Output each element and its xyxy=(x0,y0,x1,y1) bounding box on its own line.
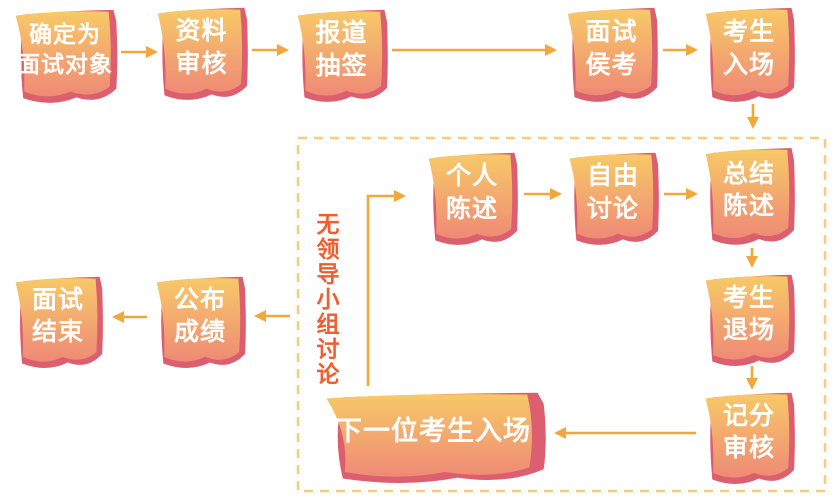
node-register-draw: 报道 抽签 xyxy=(291,6,392,105)
node-label: 资料 审核 xyxy=(175,17,228,78)
node-material-review: 资料 审核 xyxy=(151,4,252,103)
arrowhead-enter-to-group xyxy=(747,117,759,129)
node-label: 考生 退场 xyxy=(722,283,775,345)
arrowhead-wait-to-enter xyxy=(686,44,698,56)
arrowhead-group-to-announce xyxy=(254,310,266,322)
node-label: 确定为 面试对象 xyxy=(17,21,113,77)
node-candidate-exit: 考生 退场 xyxy=(699,271,799,369)
node-label: 下一位考生入场 xyxy=(335,415,531,446)
arrowhead-review-to-register xyxy=(277,44,289,56)
node-label: 总结 陈述 xyxy=(722,159,775,221)
node-label: 面试 侯考 xyxy=(585,18,638,79)
arrowhead-loop-next-to-personal xyxy=(394,190,406,202)
node-announce-results: 公布 成绩 xyxy=(150,273,250,371)
node-label: 考生 入场 xyxy=(722,18,775,79)
node-interview-wait: 面试 侯考 xyxy=(561,4,662,105)
group-label-leaderless-discussion: 无领导小组讨论 xyxy=(313,211,339,387)
arrowhead-announce-to-end xyxy=(112,311,124,323)
arrowhead-personal-to-discussion xyxy=(550,188,562,200)
node-label: 记分 审核 xyxy=(722,401,775,463)
node-score-review: 记分 审核 xyxy=(699,389,799,487)
arrowhead-summary-to-exit xyxy=(746,256,758,268)
arrowhead-register-to-wait xyxy=(545,44,557,56)
node-label: 面试 结束 xyxy=(31,285,84,347)
node-label: 公布 成绩 xyxy=(173,285,226,347)
node-label: 个人 陈述 xyxy=(445,162,498,223)
node-label: 自由 讨论 xyxy=(586,162,639,223)
arrowhead-discussion-to-summary xyxy=(686,188,698,200)
node-personal-statement: 个人 陈述 xyxy=(422,149,522,248)
node-summary-statement: 总结 陈述 xyxy=(699,144,799,248)
arrow-loop-next-to-personal xyxy=(366,194,394,386)
node-candidate-enter: 考生 入场 xyxy=(699,4,799,105)
node-interview-end: 面试 结束 xyxy=(9,273,107,371)
node-free-discussion: 自由 讨论 xyxy=(563,149,663,248)
node-confirm-candidates: 确定为 面试对象 xyxy=(8,6,122,106)
node-label: 报道 抽签 xyxy=(315,19,368,80)
node-next-candidate: 下一位考生入场 xyxy=(310,389,556,486)
